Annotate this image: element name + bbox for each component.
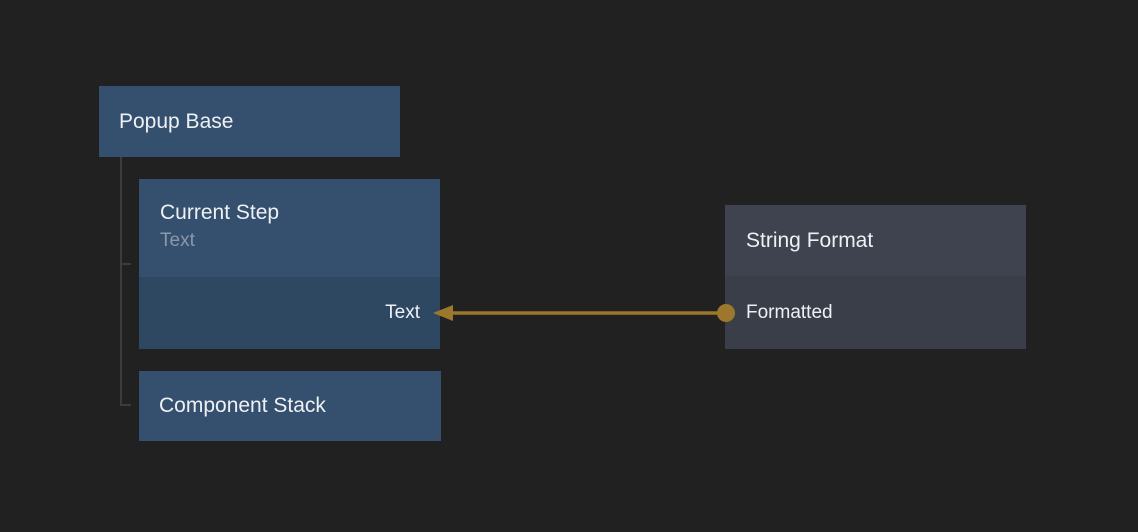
node-string-format-header[interactable]: String Format — [725, 205, 1026, 276]
node-component-stack[interactable]: Component Stack — [139, 371, 441, 441]
node-current-step-subtitle: Text — [160, 230, 195, 251]
hierarchy-line-vertical — [120, 157, 122, 406]
connection-wire[interactable] — [424, 296, 740, 330]
node-popup-base-title: Popup Base — [119, 109, 234, 133]
port-row-formatted-output[interactable]: Formatted — [725, 276, 1026, 349]
connection-arrowhead-icon — [433, 305, 453, 321]
node-string-format-title: String Format — [746, 228, 874, 252]
node-string-format[interactable]: String Format Formatted — [725, 205, 1026, 349]
port-dot-formatted[interactable] — [717, 304, 735, 322]
port-formatted-output-label: Formatted — [746, 301, 833, 323]
node-component-stack-title: Component Stack — [159, 394, 326, 417]
node-current-step-title: Current Step — [160, 201, 280, 224]
port-text-input-label: Text — [385, 302, 420, 323]
hierarchy-line-stub-component-stack — [120, 404, 131, 406]
hierarchy-line-stub-current-step — [120, 263, 131, 265]
node-popup-base[interactable]: Popup Base — [99, 86, 400, 157]
node-current-step[interactable]: Current Step Text Text — [139, 179, 440, 349]
port-row-text-input[interactable]: Text — [139, 277, 440, 349]
node-current-step-header[interactable]: Current Step Text — [139, 179, 440, 277]
